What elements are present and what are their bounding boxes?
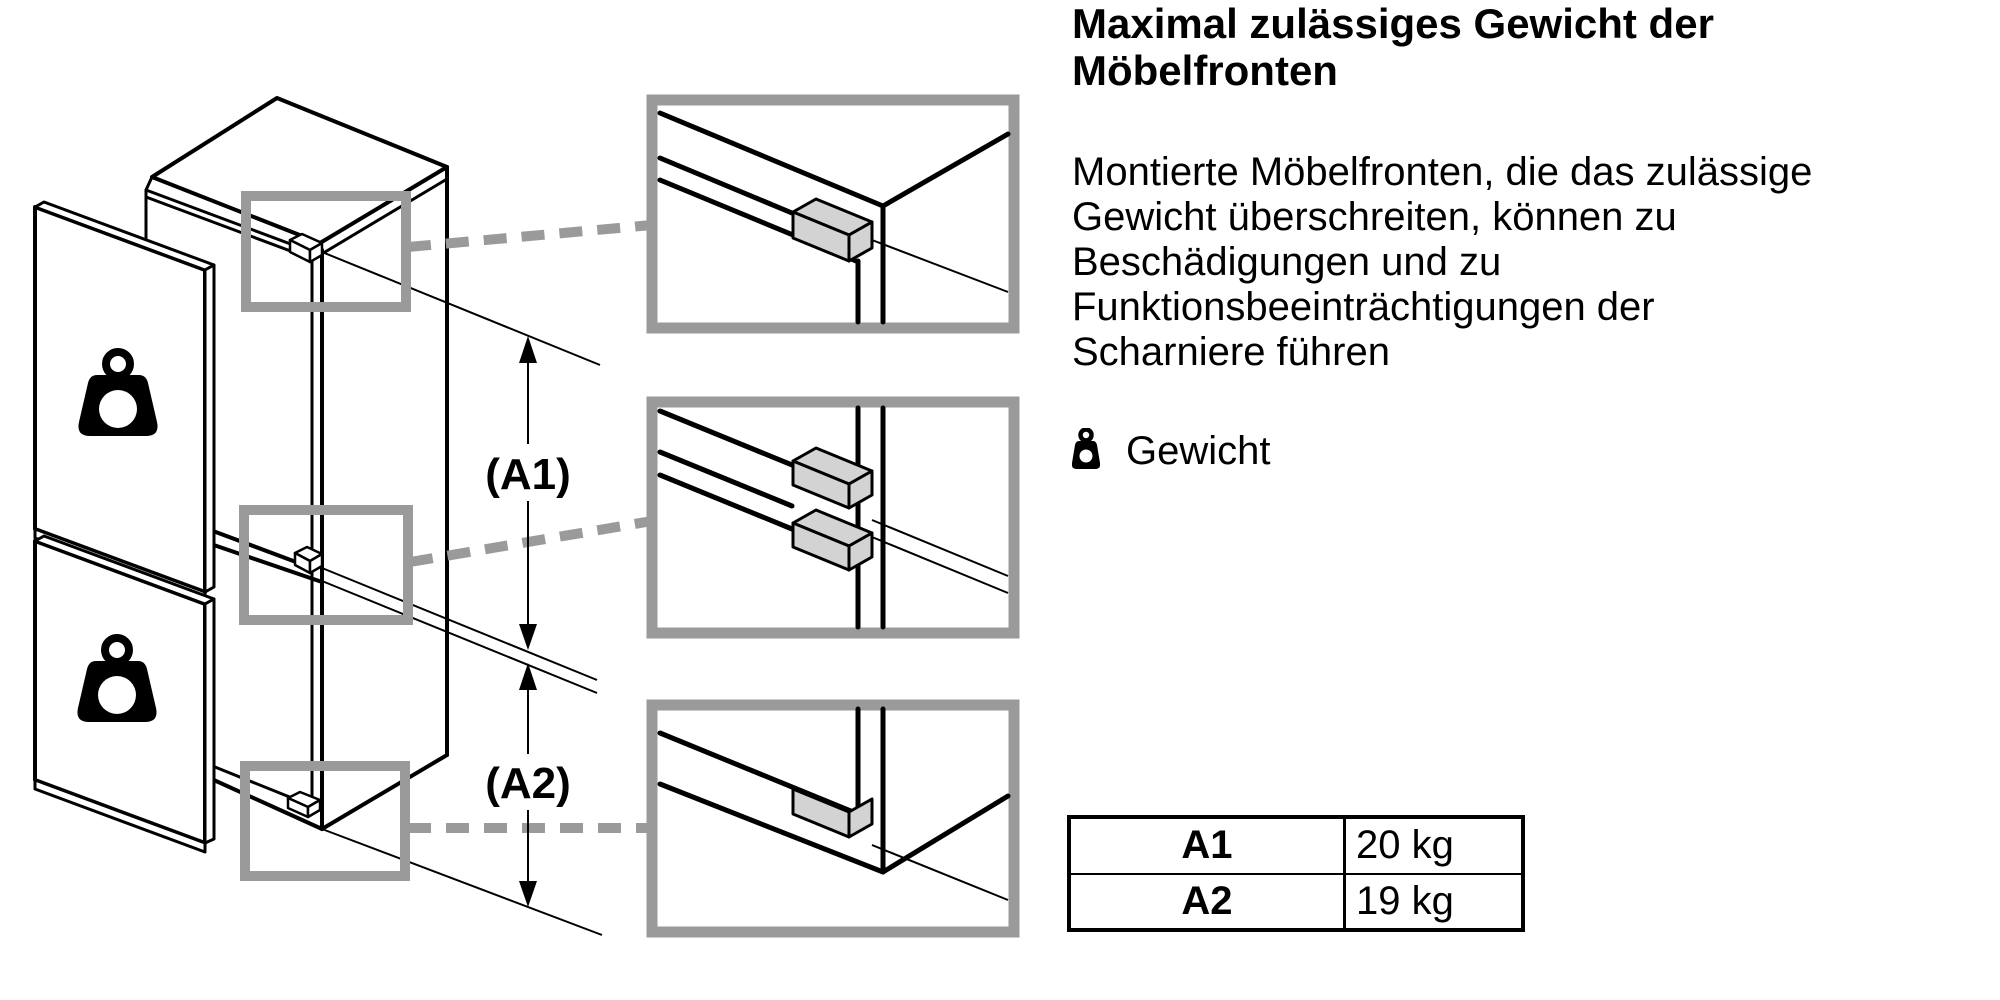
- dimension-a2: (A2): [485, 663, 571, 907]
- weight-limit-table: A1 20 kg A2 19 kg: [1067, 815, 1525, 932]
- legend-row: Gewicht: [1072, 428, 1271, 474]
- hinge-extension-lines: [321, 251, 603, 936]
- dimension-label-a2: (A2): [485, 759, 571, 808]
- hinge-block-detail: [791, 197, 874, 263]
- table-cell-key: A2: [1069, 873, 1346, 930]
- highlight-square-middle: [239, 505, 413, 625]
- detail-box-middle: [646, 396, 1020, 639]
- hinge-block-detail: [791, 446, 874, 572]
- table-row: A2 19 kg: [1069, 873, 1523, 930]
- legend-label: Gewicht: [1126, 428, 1271, 473]
- highlight-square-top: [241, 191, 411, 312]
- page-title-line2: Möbelfronten: [1072, 47, 1338, 94]
- weight-icon: [1072, 428, 1100, 469]
- body-line: Funktionsbeeinträchtigungen der: [1072, 285, 1655, 329]
- body-line: Scharniere führen: [1072, 330, 1390, 374]
- hinge-block-top: [288, 232, 324, 264]
- body-line: Beschädigungen und zu: [1072, 240, 1502, 284]
- fridge-weight-diagram: (A1) (A2): [33, 94, 1020, 938]
- body-line: Gewicht überschreiten, können zu: [1072, 195, 1677, 239]
- detail-box-bottom: [646, 699, 1020, 938]
- body-line: Montierte Möbelfronten, die das zulässig…: [1072, 150, 1813, 194]
- dashed-connector-middle: [409, 516, 653, 567]
- furniture-door-lower: [33, 534, 216, 854]
- dashed-connector-top: [407, 220, 653, 252]
- body-paragraph: Montierte Möbelfronten, die das zulässig…: [1072, 150, 1812, 375]
- page-title: Maximal zulässiges Gewicht der Möbelfron…: [1072, 0, 1714, 94]
- hinge-block-bottom: [286, 790, 322, 819]
- hinge-block-detail: [791, 787, 874, 839]
- detail-box-top: [646, 94, 1020, 334]
- table-cell-value: 20 kg: [1344, 817, 1523, 875]
- cabinet-drawing: [144, 96, 449, 831]
- table-cell-key: A1: [1069, 817, 1346, 875]
- highlight-square-bottom: [240, 761, 410, 881]
- table-cell-value: 19 kg: [1356, 878, 1454, 923]
- hinge-block-middle: [293, 545, 324, 575]
- dimension-label-a1: (A1): [485, 450, 571, 499]
- dimension-a1: (A1): [485, 336, 571, 650]
- page-title-line1: Maximal zulässiges Gewicht der: [1072, 0, 1714, 47]
- table-row: A1 20 kg: [1069, 817, 1523, 875]
